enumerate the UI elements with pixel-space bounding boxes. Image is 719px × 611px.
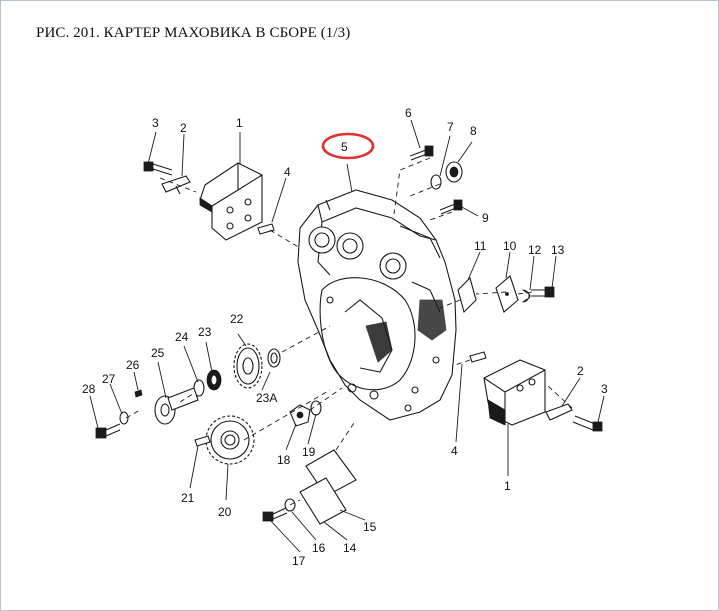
label-part-17: 17 (292, 554, 306, 568)
idler-gear-20[interactable] (205, 415, 255, 465)
pin-21[interactable] (194, 435, 211, 447)
label-part-25: 25 (151, 346, 165, 360)
label-part-2-right: 2 (577, 364, 584, 378)
label-part-24: 24 (175, 330, 189, 344)
label-part-4: 4 (284, 165, 291, 179)
pin-26[interactable] (134, 389, 143, 398)
washer-12[interactable] (521, 289, 531, 303)
bolt-13[interactable] (531, 286, 555, 298)
label-part-9: 9 (482, 211, 489, 225)
cover-10[interactable] (495, 275, 519, 313)
washer-27[interactable] (119, 411, 129, 425)
label-part-8: 8 (470, 124, 477, 138)
washer-16[interactable] (284, 498, 296, 512)
leader-lines (89, 119, 605, 553)
plug-18[interactable] (289, 404, 311, 427)
label-part-14: 14 (343, 541, 357, 555)
bolt-6[interactable] (409, 145, 434, 161)
label-part-7: 7 (447, 120, 454, 134)
label-part-27: 27 (102, 372, 116, 386)
engine-mount-bracket-right[interactable] (483, 359, 546, 426)
label-part-21: 21 (181, 491, 195, 505)
label-part-22: 22 (230, 312, 244, 326)
label-part-26: 26 (126, 358, 140, 372)
lock-washer-2-left[interactable] (161, 175, 191, 195)
label-part-3: 3 (152, 116, 159, 130)
plug-8[interactable] (445, 161, 463, 183)
label-part-18: 18 (277, 453, 291, 467)
engine-mount-bracket-left[interactable] (199, 162, 263, 241)
alignment-lines (125, 157, 573, 506)
label-part-23: 23 (198, 325, 212, 339)
flywheel-housing[interactable] (297, 189, 457, 421)
label-part-2: 2 (180, 121, 187, 135)
o-ring-7[interactable] (430, 174, 442, 190)
label-part-20: 20 (218, 505, 232, 519)
pin-4-left[interactable] (257, 223, 275, 235)
label-part-23A: 23A (256, 391, 277, 405)
label-part-1: 1 (236, 116, 243, 130)
shaft-25[interactable] (154, 387, 199, 425)
label-part-12: 12 (528, 243, 542, 257)
label-part-11: 11 (474, 239, 487, 253)
label-part-15: 15 (363, 520, 377, 534)
label-part-1-right: 1 (504, 479, 511, 493)
label-part-10: 10 (503, 239, 517, 253)
label-part-6: 6 (405, 106, 412, 120)
figure-title: РИС. 201. КАРТЕР МАХОВИКА В СБОРЕ (1/3) (36, 25, 351, 41)
cover-14[interactable] (299, 477, 347, 525)
label-part-13: 13 (551, 243, 565, 257)
lock-washer-2-right[interactable] (545, 403, 573, 421)
label-part-19: 19 (302, 445, 316, 459)
bearing-23[interactable] (206, 369, 222, 391)
label-part-3-right: 3 (601, 382, 608, 396)
bolt-9[interactable] (439, 199, 463, 215)
bolt-28[interactable] (95, 423, 121, 439)
label-part-5: 5 (341, 140, 348, 154)
bolt-17[interactable] (262, 507, 288, 522)
gear-22[interactable] (233, 343, 263, 389)
bushing-23A[interactable] (267, 348, 281, 368)
bolt-3-right[interactable] (572, 415, 603, 432)
label-part-28: 28 (82, 382, 96, 396)
gasket-11[interactable] (457, 276, 477, 314)
part-numbers: 3 2 1 4 5 6 7 8 9 11 10 12 13 4 1 2 3 15… (82, 106, 608, 568)
label-part-4-right: 4 (451, 444, 458, 458)
pin-4-right[interactable] (469, 351, 487, 363)
highlight-ellipse (321, 132, 375, 160)
label-part-16: 16 (312, 541, 326, 555)
